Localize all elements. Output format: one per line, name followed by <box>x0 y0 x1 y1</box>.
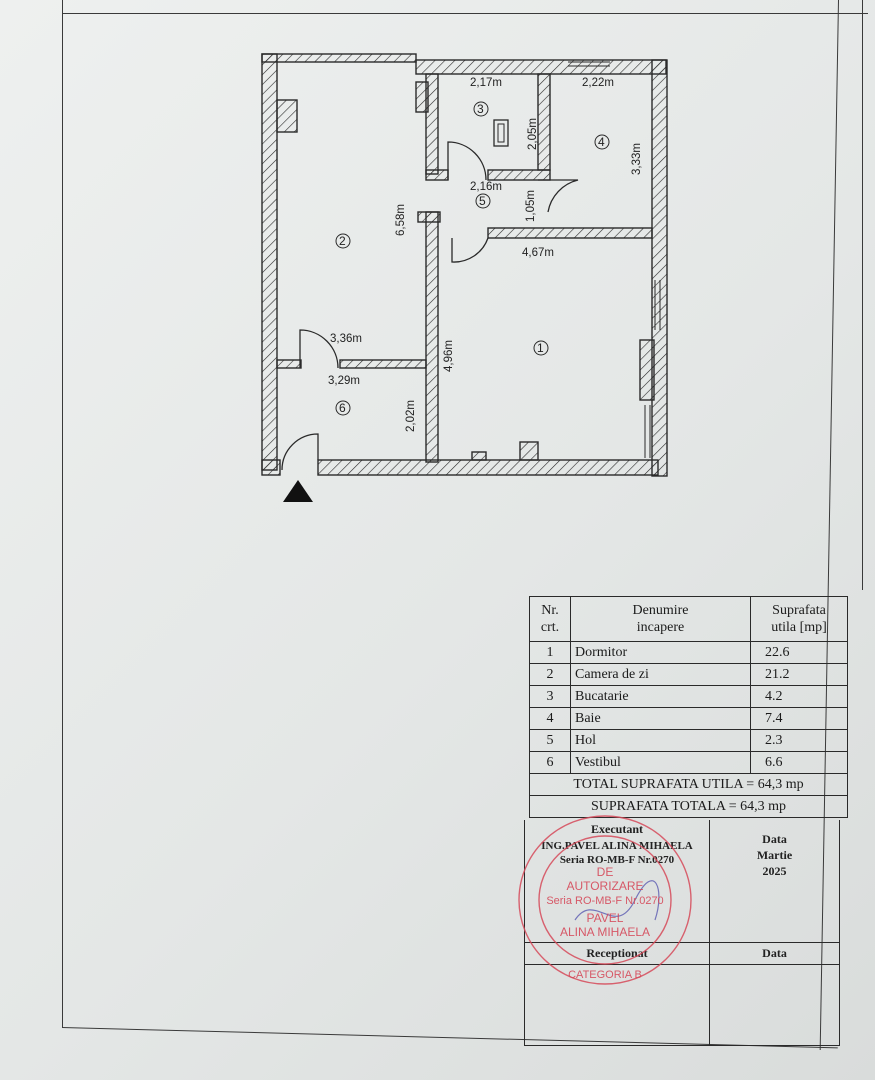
dim-kitchen-width: 2,17m <box>470 77 502 89</box>
wall-bottom-left <box>261 459 281 476</box>
dim-vestibul-width: 3,29m <box>328 375 360 387</box>
door-entrance <box>281 433 319 471</box>
table-row: 4 Baie 7.4 <box>529 707 848 730</box>
wall-vestibul-top <box>276 359 302 369</box>
data-label-2: Data <box>762 946 787 960</box>
row-nr: 1 <box>529 641 571 664</box>
table-row: 3 Bucatarie 4.2 <box>529 685 848 708</box>
table-row: 5 Hol 2.3 <box>529 729 848 752</box>
data-label: Data <box>762 832 787 846</box>
header-nr: Nr. crt. <box>529 596 571 642</box>
door-living-vest <box>299 329 339 369</box>
table-row: 1 Dormitor 22.6 <box>529 641 848 664</box>
rooms-table: Nr. crt. Denumire incapere Suprafata uti… <box>529 596 848 818</box>
room-marker-6: 6 <box>339 401 346 415</box>
dim-bath-depth: 3,33m <box>631 143 643 175</box>
row-nr: 4 <box>529 707 571 730</box>
signature-block: Executant ING.PAVEL ALINA MIHAELA Seria … <box>524 820 840 1046</box>
dim-hol-width: 2,16m <box>470 181 502 193</box>
total-utila: TOTAL SUPRAFATA UTILA = 64,3 mp <box>529 773 848 796</box>
wall-kitchen-bottom <box>425 169 449 181</box>
header-name: Denumire incapere <box>570 596 751 642</box>
wall-hol-bottom <box>487 227 653 239</box>
wall-left <box>261 53 278 471</box>
receptionat-label: Receptionat <box>586 946 648 960</box>
entrance-arrow-icon <box>283 480 313 502</box>
stamp-text-2: AUTORIZARE <box>566 879 643 893</box>
wall-top-right <box>415 59 667 75</box>
frame-right-edge <box>862 0 863 590</box>
dim-bedroom-depth: 4,96m <box>443 340 455 372</box>
frame-left-line <box>62 0 63 1028</box>
table-row: 6 Vestibul 6.6 <box>529 751 848 774</box>
row-area: 22.6 <box>750 641 848 664</box>
row-area: 4.2 <box>750 685 848 708</box>
row-name: Camera de zi <box>570 663 751 686</box>
row-area: 7.4 <box>750 707 848 730</box>
wall-living-left <box>425 211 439 463</box>
row-nr: 5 <box>529 729 571 752</box>
stamp-text-1: DE <box>597 865 614 879</box>
data-month: Martie <box>756 848 793 862</box>
dim-bath-width: 2,22m <box>582 77 614 89</box>
room-marker-4: 4 <box>598 135 605 149</box>
dim-bedroom-width: 4,67m <box>522 247 554 259</box>
wall-right <box>651 59 668 477</box>
dim-livingroom-width: 3,36m <box>330 333 362 345</box>
dim-kitchen-depth: 2,05m <box>527 118 539 150</box>
row-nr: 6 <box>529 751 571 774</box>
wall-bottom <box>317 459 659 476</box>
row-name: Bucatarie <box>570 685 751 708</box>
dim-livingroom-depth: 6,58m <box>395 204 407 236</box>
header-area: Suprafata utila [mp] <box>750 596 848 642</box>
total-row: SUPRAFATA TOTALA = 64,3 mp <box>529 795 848 818</box>
stamp-text-5: ALINA MIHAELA <box>560 925 650 939</box>
row-area: 21.2 <box>750 663 848 686</box>
row-name: Hol <box>570 729 751 752</box>
frame-top-line <box>62 13 868 14</box>
executant-label: Executant <box>591 822 643 836</box>
table-row: 2 Camera de zi 21.2 <box>529 663 848 686</box>
dim-hol-depth: 1,05m <box>525 190 537 222</box>
door-hol-living <box>451 237 489 263</box>
stamp-text-3: Seria RO-MB-F Nr.0270 <box>546 895 663 907</box>
door-bath <box>538 179 579 213</box>
wall-kitchen-right <box>537 73 551 171</box>
stamp-text-4: PAVEL <box>587 911 624 925</box>
data-year: 2025 <box>762 864 787 878</box>
table-header-row: Nr. crt. Denumire incapere Suprafata uti… <box>529 596 848 642</box>
row-area: 2.3 <box>750 729 848 752</box>
total-utila-row: TOTAL SUPRAFATA UTILA = 64,3 mp <box>529 773 848 796</box>
wall-top-left <box>261 53 417 63</box>
row-nr: 2 <box>529 663 571 686</box>
total-suprafata: SUPRAFATA TOTALA = 64,3 mp <box>529 795 848 818</box>
floor-plan: 2,17m 2,22m 2,05m 3,33m 2,16m 1,05m 6,58… <box>261 53 668 502</box>
door-kitchen <box>447 141 487 181</box>
room-marker-5: 5 <box>479 194 486 208</box>
executant-series: Seria RO-MB-F Nr.0270 <box>559 854 675 866</box>
room-marker-3: 3 <box>477 102 484 116</box>
stamp-seal: DE AUTORIZARE Seria RO-MB-F Nr.0270 PAVE… <box>518 815 692 985</box>
dim-vestibul-depth: 2,02m <box>405 400 417 432</box>
room-marker-2: 2 <box>339 234 346 248</box>
row-nr: 3 <box>529 685 571 708</box>
row-name: Vestibul <box>570 751 751 774</box>
row-name: Baie <box>570 707 751 730</box>
stamp-text-bottom: CATEGORIA B <box>568 969 642 981</box>
row-name: Dormitor <box>570 641 751 664</box>
row-area: 6.6 <box>750 751 848 774</box>
executant-name: ING.PAVEL ALINA MIHAELA <box>541 840 693 852</box>
room-marker-1: 1 <box>537 341 544 355</box>
